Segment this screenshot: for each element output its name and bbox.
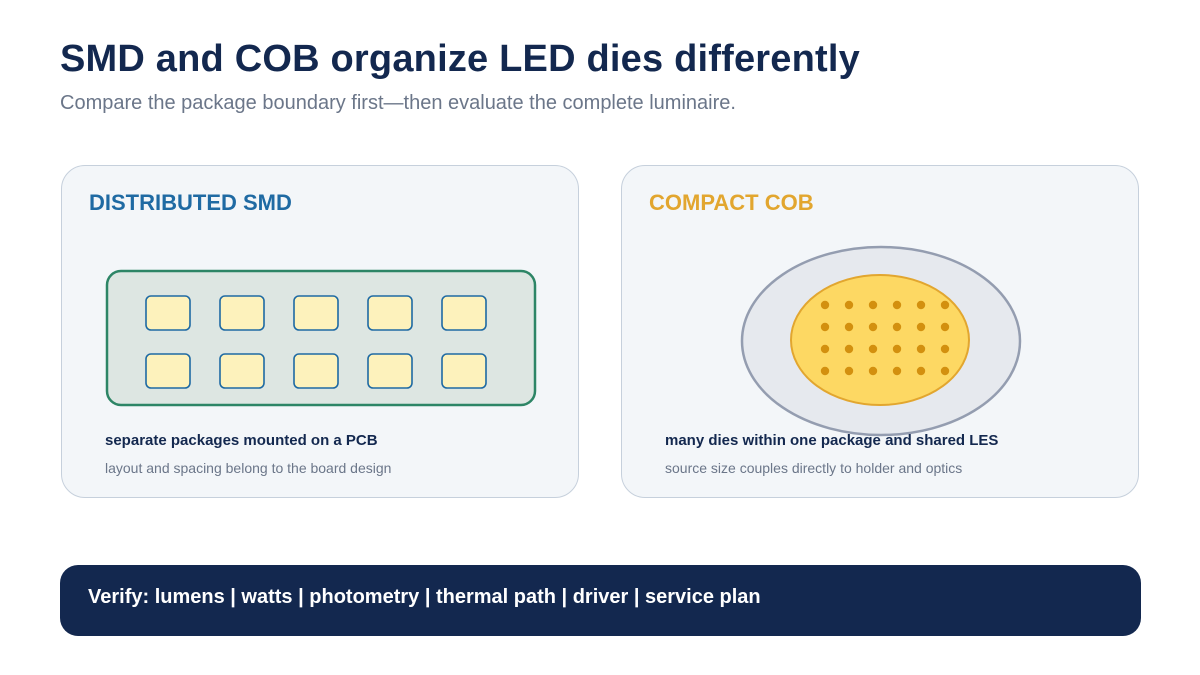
cob-light-emitting-surface bbox=[790, 274, 970, 406]
cob-die bbox=[868, 300, 878, 310]
cob-die bbox=[892, 344, 902, 354]
cob-die bbox=[868, 366, 878, 376]
cob-die bbox=[940, 322, 950, 332]
cob-die bbox=[844, 344, 854, 354]
cob-die bbox=[916, 344, 926, 354]
smd-package bbox=[293, 353, 339, 389]
smd-package bbox=[441, 353, 487, 389]
verify-text: Verify: lumens | watts | photometry | th… bbox=[88, 586, 761, 608]
page-subtitle: Compare the package boundary first—then … bbox=[60, 92, 736, 114]
cob-die bbox=[892, 300, 902, 310]
cob-panel: COMPACT COB many dies within one package… bbox=[621, 165, 1139, 498]
smd-package bbox=[367, 353, 413, 389]
smd-caption: separate packages mounted on a PCB bbox=[105, 432, 378, 449]
smd-package bbox=[441, 295, 487, 331]
smd-package bbox=[219, 353, 265, 389]
cob-caption: many dies within one package and shared … bbox=[665, 432, 999, 449]
cob-die bbox=[820, 344, 830, 354]
smd-package bbox=[293, 295, 339, 331]
smd-package bbox=[145, 295, 191, 331]
smd-package bbox=[219, 295, 265, 331]
cob-die bbox=[940, 366, 950, 376]
cob-panel-heading: COMPACT COB bbox=[649, 190, 814, 215]
smd-package bbox=[145, 353, 191, 389]
cob-die bbox=[844, 366, 854, 376]
pcb-board bbox=[105, 269, 537, 407]
smd-package-grid bbox=[145, 295, 487, 389]
verify-bar: Verify: lumens | watts | photometry | th… bbox=[60, 565, 1141, 636]
page-title: SMD and COB organize LED dies differentl… bbox=[60, 38, 860, 80]
smd-diagram bbox=[105, 269, 537, 407]
smd-panel: DISTRIBUTED SMD separate packages mounte… bbox=[61, 165, 579, 498]
smd-note: layout and spacing belong to the board d… bbox=[105, 460, 392, 476]
cob-die bbox=[940, 300, 950, 310]
cob-die bbox=[892, 322, 902, 332]
cob-note: source size couples directly to holder a… bbox=[665, 460, 963, 476]
smd-package bbox=[367, 295, 413, 331]
cob-die-grid bbox=[820, 300, 950, 376]
cob-die bbox=[844, 322, 854, 332]
cob-die bbox=[820, 300, 830, 310]
cob-die bbox=[892, 366, 902, 376]
cob-die bbox=[916, 366, 926, 376]
cob-diagram bbox=[740, 245, 1022, 437]
cob-die bbox=[868, 322, 878, 332]
cob-die bbox=[916, 300, 926, 310]
cob-die bbox=[940, 344, 950, 354]
cob-die bbox=[820, 366, 830, 376]
cob-die bbox=[916, 322, 926, 332]
cob-die bbox=[844, 300, 854, 310]
cob-die bbox=[820, 322, 830, 332]
smd-panel-heading: DISTRIBUTED SMD bbox=[89, 190, 292, 215]
cob-die bbox=[868, 344, 878, 354]
